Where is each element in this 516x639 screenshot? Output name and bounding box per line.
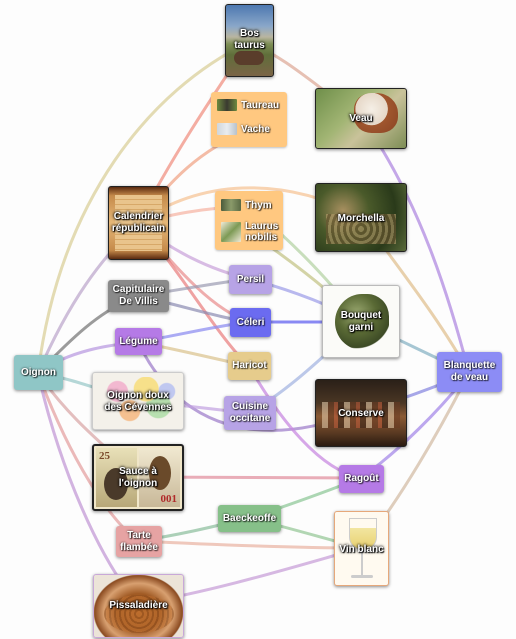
node-thym-label: Thym — [245, 199, 272, 211]
node-tarte[interactable]: Tarte flambée — [116, 526, 162, 557]
node-oignon-cevennes[interactable]: Oignon doux des Cévennes — [92, 372, 184, 430]
node-legume-label: Légume — [119, 335, 158, 347]
node-oignon[interactable]: Oignon — [14, 355, 63, 390]
node-thym[interactable]: Thym — [221, 197, 279, 213]
node-oignon-cevennes-label: Oignon doux des Cévennes — [104, 390, 172, 413]
wine-image — [349, 518, 377, 550]
node-baeckeoffe-label: Baeckeoffe — [222, 512, 277, 524]
beetle-icon-right — [149, 456, 171, 490]
node-pissaladiere[interactable]: Pissaladière — [93, 574, 184, 638]
stamp-right-value: 001 — [160, 493, 178, 505]
node-calendrier[interactable]: Calendrier républicain — [108, 186, 169, 260]
stamp-image: 25 — [96, 448, 137, 507]
cow-thumb-icon — [217, 123, 237, 135]
node-laurus[interactable]: Laurus nobilis — [221, 221, 279, 243]
node-cuisine[interactable]: Cuisine occitane — [224, 396, 276, 430]
thyme-image — [221, 199, 241, 211]
cow-image — [234, 51, 264, 65]
node-morchella-label: Morchella — [337, 213, 385, 224]
node-celeri[interactable]: Céleri — [230, 308, 271, 337]
calendar-image — [115, 195, 162, 251]
node-celeri-label: Céleri — [236, 316, 265, 328]
node-tarte-label: Tarte flambée — [120, 529, 158, 553]
node-bos-taurus[interactable]: Bos taurus — [225, 4, 274, 77]
node-bouquet-label: Bouquet garni — [340, 310, 382, 333]
node-blanquette[interactable]: Blanquette de veau — [437, 352, 502, 392]
node-vache-label: Vache — [241, 123, 270, 135]
calf-image — [354, 93, 398, 133]
node-veau[interactable]: Veau — [315, 88, 407, 149]
tart-image — [104, 595, 174, 633]
node-blanquette-label: Blanquette de veau — [443, 360, 496, 383]
painting-image — [322, 402, 400, 428]
node-capitulaire-label: Capitulaire De Villis — [112, 284, 165, 307]
map-image — [97, 377, 179, 425]
edge-oignon-bos — [36, 40, 251, 375]
node-laurus-label: Laurus nobilis — [245, 221, 279, 243]
wine-foot — [351, 575, 373, 578]
node-morchella[interactable]: Morchella — [315, 183, 407, 252]
node-veau-label: Veau — [349, 113, 373, 124]
node-conserve-label: Conserve — [338, 408, 384, 419]
node-group-cattle: Taureau Vache — [211, 92, 287, 147]
wine-stem — [361, 549, 363, 575]
node-ragout-label: Ragoût — [344, 473, 379, 484]
node-conserve[interactable]: Conserve — [315, 379, 407, 447]
stamp-image-right: 001 — [139, 448, 180, 507]
node-pissaladiere-label: Pissaladière — [109, 600, 168, 611]
node-ragout[interactable]: Ragoût — [339, 465, 384, 493]
node-persil[interactable]: Persil — [229, 265, 272, 294]
node-vin-label: Vin blanc — [339, 544, 384, 555]
node-baeckeoffe[interactable]: Baeckeoffe — [218, 505, 281, 532]
node-bouquet[interactable]: Bouquet garni — [322, 285, 400, 358]
node-sauce-label: Sauce à l'oignon — [118, 466, 158, 489]
bull-thumb-icon — [217, 99, 237, 111]
node-haricot-label: Haricot — [232, 360, 267, 371]
node-cuisine-label: Cuisine occitane — [229, 401, 271, 424]
node-sauce[interactable]: 25 001 Sauce à l'oignon — [92, 444, 184, 511]
edge-tarte-vin — [136, 539, 363, 550]
node-calendrier-label: Calendrier républicain — [111, 211, 166, 234]
node-legume[interactable]: Légume — [115, 328, 162, 355]
node-persil-label: Persil — [236, 273, 265, 285]
node-vache[interactable]: Vache — [217, 121, 283, 137]
node-taureau-label: Taureau — [241, 99, 280, 111]
edge-veau-blanquette — [359, 115, 471, 375]
node-taureau[interactable]: Taureau — [217, 97, 283, 113]
bay-leaf-image — [221, 222, 241, 242]
node-capitulaire[interactable]: Capitulaire De Villis — [108, 280, 169, 312]
node-haricot[interactable]: Haricot — [228, 352, 271, 380]
node-bos-taurus-label: Bos taurus — [234, 28, 265, 51]
beetle-icon — [104, 468, 128, 500]
node-oignon-label: Oignon — [21, 366, 56, 378]
node-vin[interactable]: Vin blanc — [334, 511, 389, 586]
morel-image — [326, 214, 396, 244]
stamp-left-value: 25 — [99, 450, 110, 462]
node-group-herbs: Thym Laurus nobilis — [215, 191, 283, 250]
bouquet-image — [335, 294, 389, 350]
